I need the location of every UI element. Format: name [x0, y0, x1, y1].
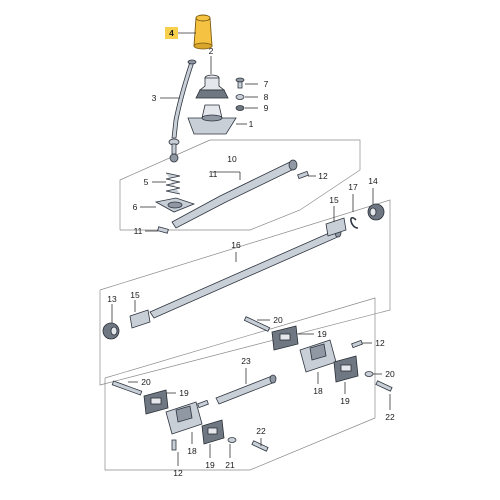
callout-16: 16 — [231, 240, 241, 250]
callout-7: 7 — [264, 79, 269, 89]
joint-15b — [129, 309, 151, 329]
callout-10: 10 — [227, 154, 237, 164]
bolt-7 — [235, 77, 245, 89]
shift-shaft — [149, 228, 342, 319]
mount-19a — [271, 325, 299, 351]
gear-lever — [168, 59, 197, 163]
callout-23: 23 — [241, 356, 251, 366]
clip-17 — [350, 217, 359, 229]
callout-5: 5 — [144, 177, 149, 187]
callout-6: 6 — [133, 202, 138, 212]
middle-assembly-frame — [99, 199, 391, 386]
callout-4: 4 — [169, 28, 174, 38]
bush-14 — [367, 203, 385, 221]
bolt-22a — [375, 380, 393, 392]
callout-8: 8 — [264, 92, 269, 102]
callout-22-right: 22 — [385, 412, 395, 422]
callout-1: 1 — [249, 119, 254, 129]
upper-assembly-frame — [119, 139, 361, 231]
lever-boot — [195, 74, 229, 99]
bolt-20a — [243, 316, 271, 332]
callout-19-lower-left: 19 — [179, 388, 189, 398]
callout-20-upper: 20 — [273, 315, 283, 325]
callout-19-lower-right: 19 — [205, 460, 215, 470]
mount-19b — [333, 355, 359, 383]
callout-18-upper: 18 — [313, 386, 323, 396]
selector-shaft — [215, 374, 277, 405]
callout-11-lower: 11 — [134, 226, 143, 236]
callout-21-lower: 21 — [225, 460, 235, 470]
bolt-20b — [111, 380, 143, 396]
washer-9 — [235, 105, 245, 111]
callout-19-upper-left: 19 — [317, 329, 327, 339]
mount-19d — [201, 419, 225, 445]
screw-12a — [297, 170, 309, 180]
leader-lines — [111, 32, 391, 466]
bracket-18b — [165, 401, 203, 435]
callout-4-highlight — [165, 27, 178, 39]
shift-rod — [171, 159, 298, 229]
screw-12d — [171, 439, 177, 451]
callout-12-right: 12 — [375, 338, 385, 348]
callout-15-lower: 15 — [130, 290, 140, 300]
callout-3: 3 — [152, 93, 157, 103]
callout-19-upper-right: 19 — [340, 396, 350, 406]
callout-12-lower: 12 — [173, 468, 183, 478]
callout-18-lower: 18 — [187, 446, 197, 456]
screw-12b — [351, 339, 363, 349]
callout-9: 9 — [264, 103, 269, 113]
callout-12-upper: 12 — [318, 171, 328, 181]
joint-15a — [325, 217, 347, 237]
washer-8 — [235, 94, 245, 100]
washer-21a — [364, 371, 374, 377]
callout-17: 17 — [348, 182, 358, 192]
callouts: 4 2 3 1 7 8 9 5 6 10 11 11 12 15 17 14 1… — [107, 27, 395, 478]
bearing-plate — [154, 197, 196, 213]
bracket-18a — [299, 339, 337, 373]
mount-19c — [143, 389, 169, 415]
bolt-22b — [251, 440, 269, 452]
callout-2: 2 — [209, 46, 214, 56]
screw-12c — [197, 399, 209, 409]
washer-21b — [227, 437, 237, 443]
pin-11a — [157, 226, 169, 234]
callout-15-upper: 15 — [329, 195, 339, 205]
callout-11-upper: 11 — [209, 169, 218, 179]
bush-13 — [102, 322, 120, 340]
spring — [165, 172, 181, 195]
lower-assembly-frame — [104, 297, 376, 471]
gear-knob — [193, 14, 213, 50]
lever-housing — [187, 104, 237, 135]
callout-21-right: 20 — [385, 369, 395, 379]
callout-20-lower: 20 — [141, 377, 151, 387]
callout-13: 13 — [107, 294, 117, 304]
callout-22-lower: 22 — [256, 426, 266, 436]
callout-14: 14 — [368, 176, 378, 186]
